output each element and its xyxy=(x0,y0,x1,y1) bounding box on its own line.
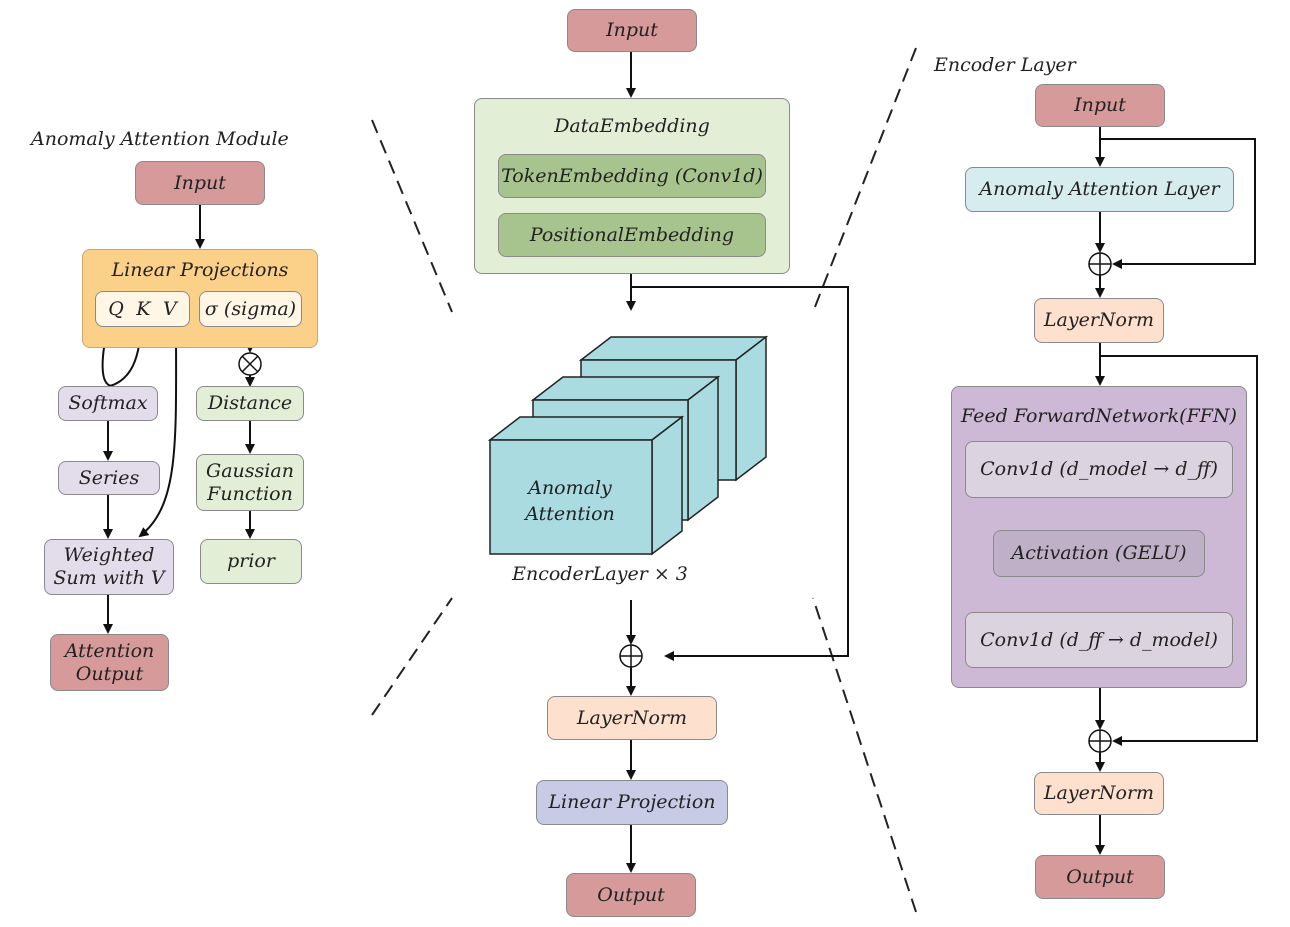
anomaly-attention-line1: Anomaly xyxy=(528,477,612,499)
activation-gelu-box: Activation (GELU) xyxy=(993,530,1205,577)
weighted-line1: Weighted xyxy=(63,544,155,567)
linear-projection-box: Linear Projection xyxy=(536,780,728,825)
anomaly-attention-layer-box: Anomaly Attention Layer xyxy=(965,167,1234,212)
linear-projections-label: Linear Projections xyxy=(111,259,289,281)
conv1d-2-box: Conv1d (d_ff → d_model) xyxy=(965,612,1233,668)
right-output-box: Output xyxy=(1035,855,1165,899)
q-label: Q xyxy=(108,297,124,320)
zoom-line-right-top xyxy=(812,47,917,313)
k-label: K xyxy=(136,297,151,320)
qkv-box: Q K V xyxy=(95,291,190,327)
gaussian-line2: Function xyxy=(207,482,293,505)
conv1d-1-box: Conv1d (d_model → d_ff) xyxy=(965,441,1233,498)
gaussian-line1: Gaussian xyxy=(206,459,294,482)
center-input-box: Input xyxy=(567,9,697,52)
encoder-layer-x3-label: EncoderLayer × 3 xyxy=(512,563,688,585)
attention-output-line1: Attention xyxy=(64,639,155,662)
series-box: Series xyxy=(58,461,160,495)
weighted-sum-box: Weighted Sum with V xyxy=(44,539,174,595)
right-layernorm-2-box: LayerNorm xyxy=(1034,772,1164,815)
data-embedding-label: DataEmbedding xyxy=(554,115,710,137)
encoder-layer-title: Encoder Layer xyxy=(934,54,1076,76)
weighted-line2: Sum with V xyxy=(53,567,165,589)
gaussian-function-box: Gaussian Function xyxy=(196,454,304,511)
center-layernorm-box: LayerNorm xyxy=(547,696,717,740)
anomaly-attention-label: Anomaly Attention xyxy=(505,476,635,527)
distance-box: Distance xyxy=(196,386,304,421)
softmax-box: Softmax xyxy=(58,386,158,421)
zoom-line-left-top xyxy=(371,119,453,313)
anomaly-attention-line2: Attention xyxy=(525,502,615,525)
token-embedding-box: TokenEmbedding (Conv1d) xyxy=(498,154,766,198)
right-layernorm-1-box: LayerNorm xyxy=(1034,298,1164,343)
anomaly-attention-module-title: Anomaly Attention Module xyxy=(31,128,289,150)
attention-output-line2: Output xyxy=(75,662,144,685)
left-input-box: Input xyxy=(135,161,265,205)
attention-output-box: Attention Output xyxy=(50,634,169,691)
zoom-line-right-bottom xyxy=(812,597,917,913)
positional-embedding-box: PositionalEmbedding xyxy=(498,213,766,257)
center-output-box: Output xyxy=(566,873,696,917)
prior-box: prior xyxy=(200,539,302,584)
zoom-line-left-bottom xyxy=(371,597,453,716)
ffn-title: Feed ForwardNetwork(FFN) xyxy=(961,405,1237,427)
right-input-box: Input xyxy=(1035,84,1165,127)
encoder-cubes xyxy=(487,335,769,556)
sigma-box: σ (sigma) xyxy=(199,291,302,327)
v-label: V xyxy=(162,297,177,320)
